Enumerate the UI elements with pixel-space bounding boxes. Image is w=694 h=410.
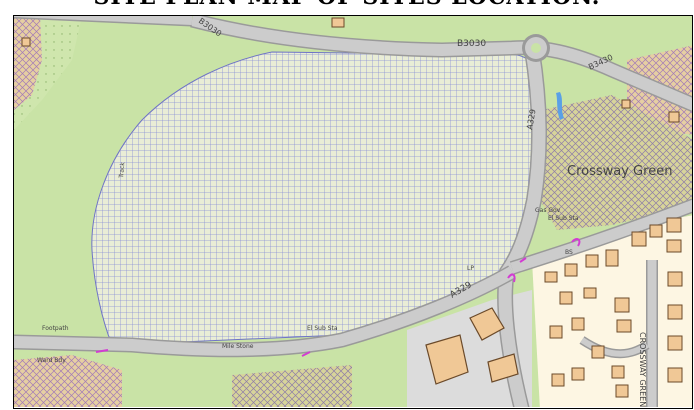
road-bottom[interactable] <box>14 266 515 356</box>
label-west-track: Track <box>118 161 126 179</box>
label-el-sub-2: El Sub Sta <box>307 325 338 332</box>
site-map[interactable]: B3030 B3030 B3430 A329 A329 Crossway Gre… <box>12 0 694 410</box>
woodland-bottom-left <box>14 355 122 407</box>
label-path: Mile Stone <box>222 343 254 350</box>
woodland-bottom-mid <box>232 365 352 407</box>
houses <box>544 217 683 398</box>
pond <box>556 92 564 120</box>
building-large-2 <box>469 307 505 341</box>
label-bottom-left: Footpath <box>42 325 69 332</box>
page-title: SITE PLAN MAP OF SITES LOCATION. <box>0 0 694 10</box>
road-a329[interactable] <box>498 48 546 410</box>
road-b3030[interactable] <box>190 16 694 111</box>
building-large-3 <box>487 353 519 383</box>
label-bs: BS <box>565 249 573 256</box>
building-large-1 <box>425 334 469 385</box>
label-street-name: CROSSWAY GREEN <box>638 332 647 407</box>
label-road-a329: A329 <box>525 108 537 130</box>
woodland-strip-left <box>14 16 42 110</box>
label-el-sub-1: El Sub Sta <box>548 215 579 222</box>
road-east[interactable] <box>510 199 694 274</box>
label-road-top: B3030 <box>457 39 486 49</box>
label-bottom-left-2: Ward Bdy <box>37 357 66 364</box>
magenta-markers <box>95 238 581 357</box>
label-crossway-green: Crossway Green <box>567 164 672 179</box>
woodland-crossway <box>540 95 692 230</box>
label-lp: LP <box>467 265 474 272</box>
label-gas-gov: Gas Gov <box>535 207 561 214</box>
